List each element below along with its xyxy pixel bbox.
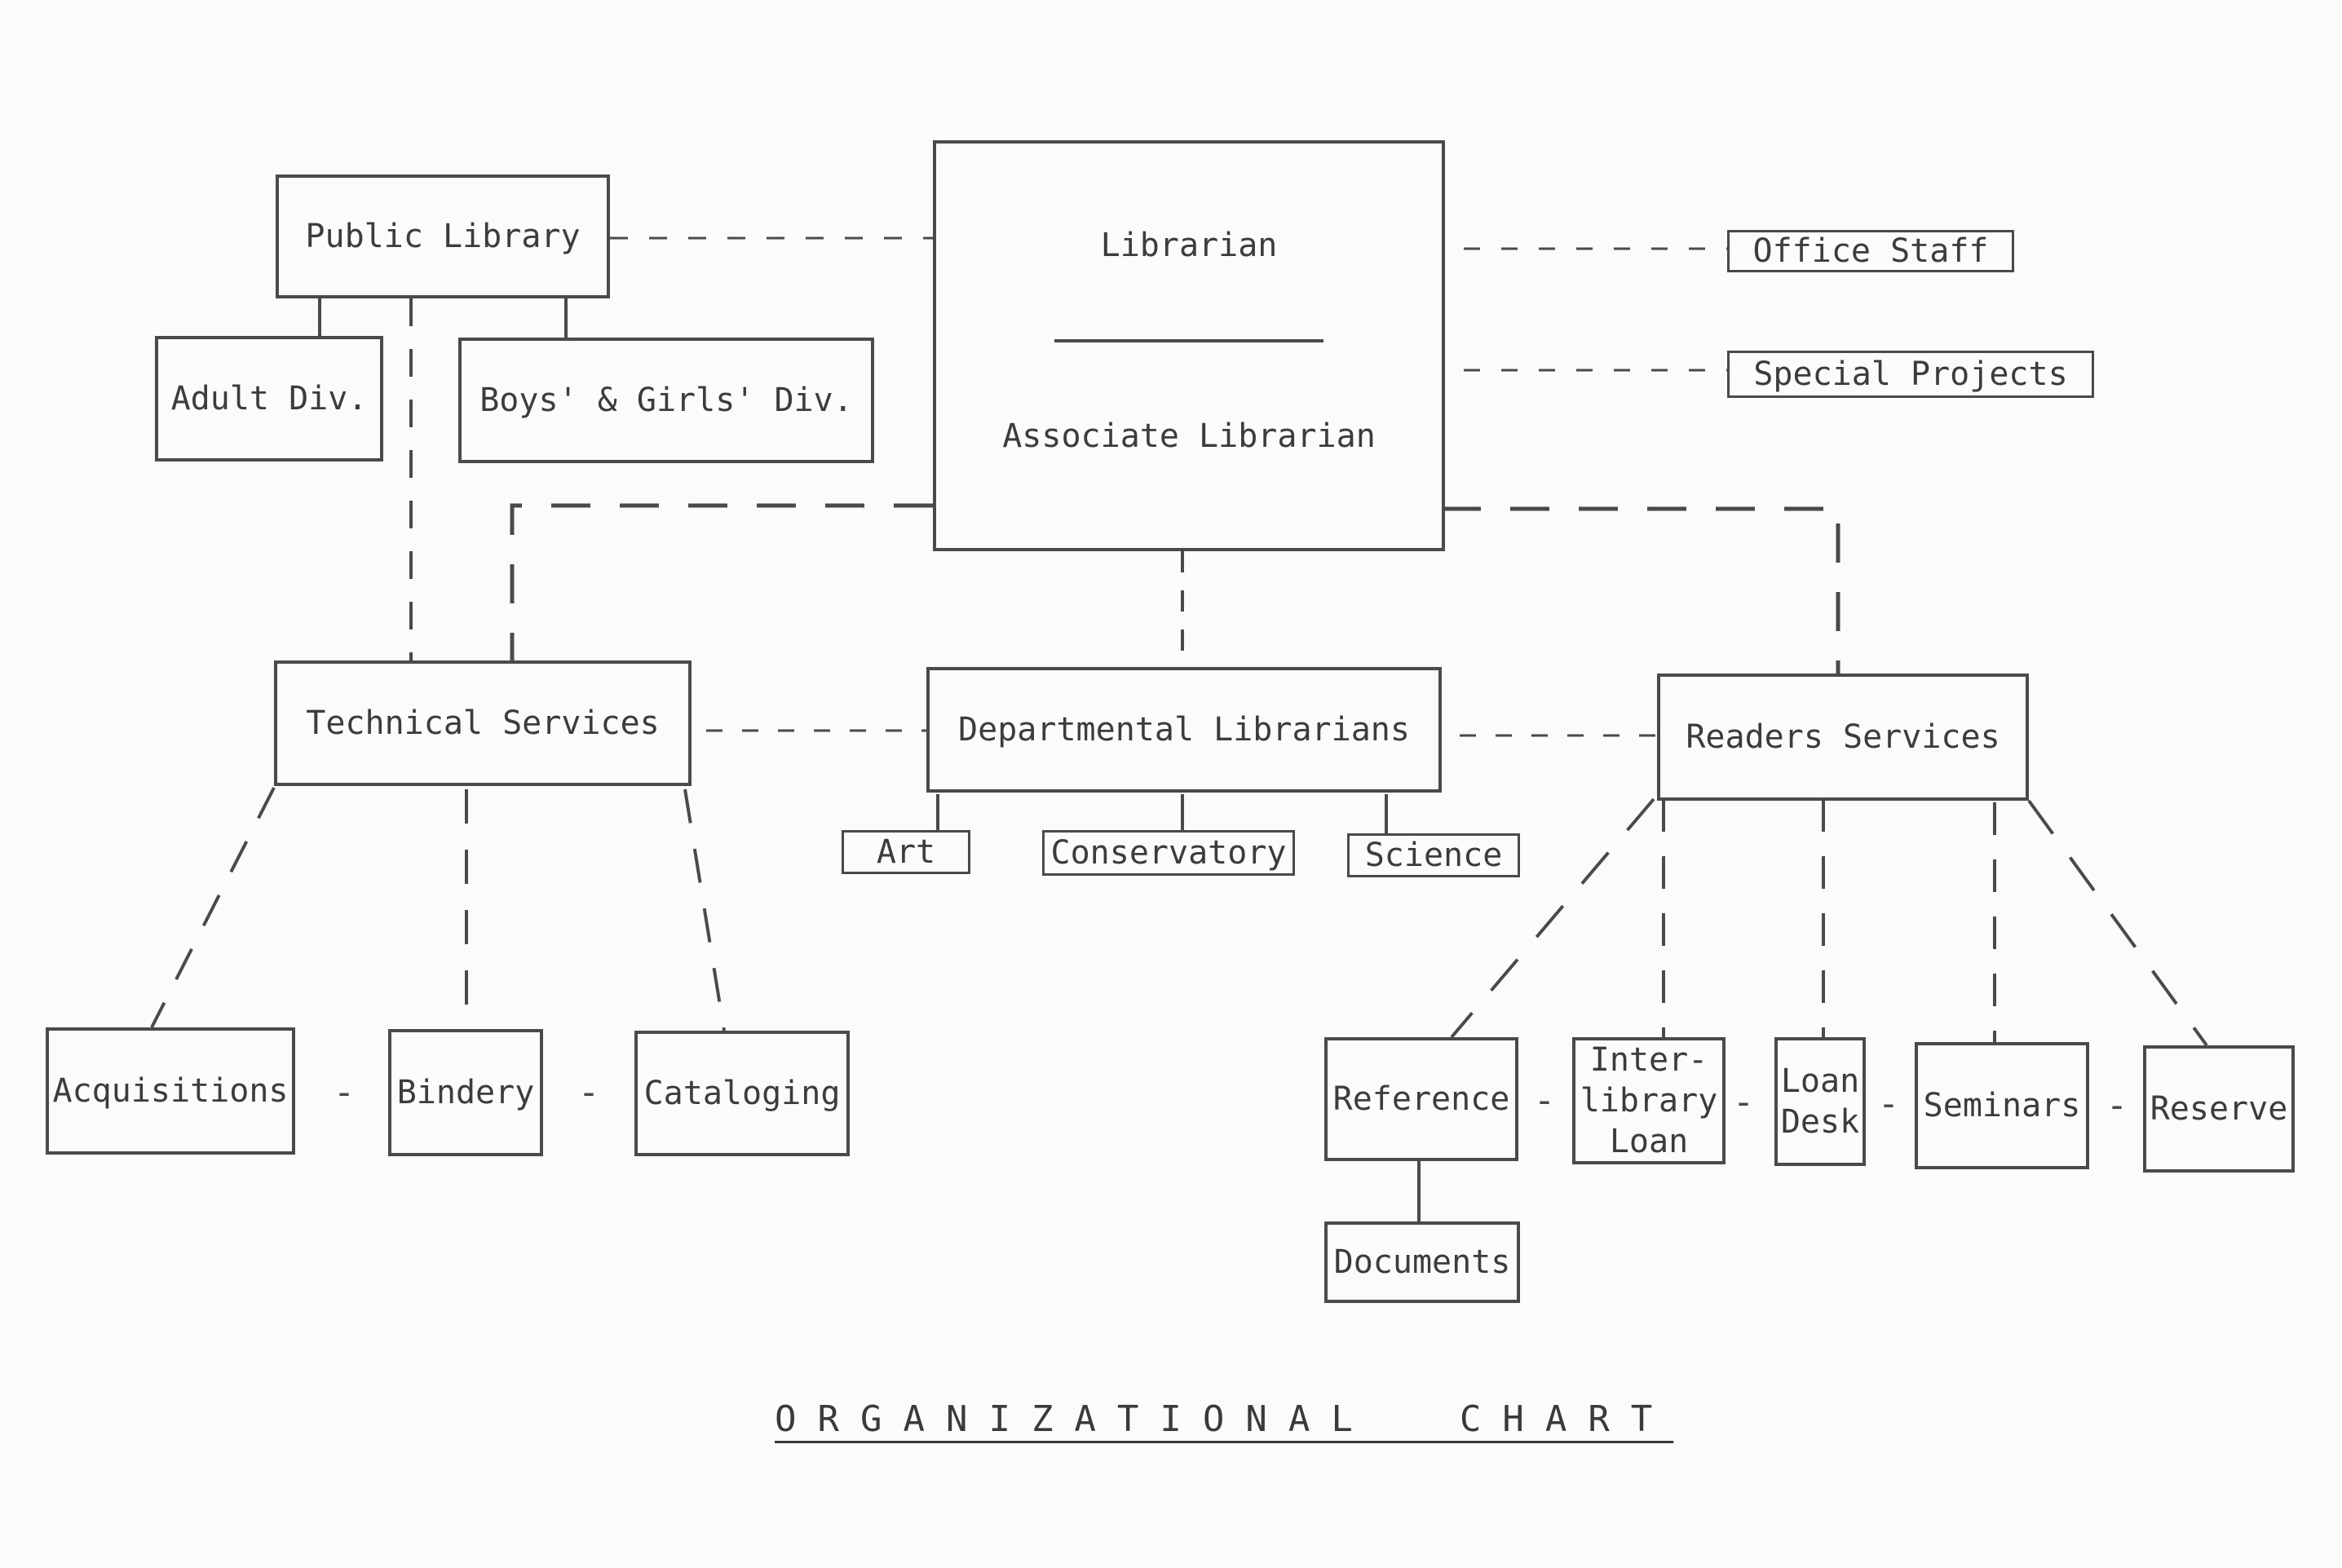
associate-librarian-label: Associate Librarian (1002, 417, 1376, 455)
acquisitions-box: Acquisitions (46, 1027, 295, 1155)
reserve-box: Reserve (2143, 1045, 2295, 1173)
connector-technical-acquisitions (150, 787, 276, 1028)
documents-box: Documents (1324, 1221, 1520, 1303)
connector-readers-reserve (2027, 799, 2208, 1047)
reference-box: Reference (1324, 1037, 1518, 1161)
connector-readers-reference (1450, 797, 1655, 1039)
librarian-box: Librarian Associate Librarian (933, 140, 1445, 551)
separator-seminars-reserve: - (2106, 1084, 2128, 1126)
connector-technical-cataloging (683, 788, 726, 1031)
seminars-box: Seminars (1915, 1042, 2089, 1169)
readers-services-box: Readers Services (1657, 674, 2029, 801)
public-library-box: Public Library (276, 174, 610, 298)
connector-librarian-technical (510, 503, 933, 660)
separator-interlibrary-loandesk: - (1733, 1081, 1755, 1123)
departmental-librarians-box: Departmental Librarians (926, 667, 1442, 793)
art-box: Art (842, 830, 970, 874)
interlibrary-loan-box: Inter- library Loan (1572, 1037, 1726, 1164)
technical-services-box: Technical Services (274, 660, 692, 786)
librarian-label: Librarian (1100, 227, 1278, 264)
loan-desk-box: Loan Desk (1774, 1037, 1866, 1166)
chart-title: ORGANIZATIONAL CHART (775, 1398, 1674, 1440)
office-staff-box: Office Staff (1727, 230, 2014, 272)
bindery-box: Bindery (388, 1029, 543, 1156)
librarian-divider (1054, 339, 1323, 342)
conservatory-box: Conservatory (1042, 830, 1295, 876)
connector-librarian-readers (1442, 506, 1840, 674)
special-projects-box: Special Projects (1727, 351, 2094, 398)
separator-bindery-cataloging: - (578, 1071, 600, 1113)
adult-division-box: Adult Div. (155, 336, 383, 462)
separator-acq-bindery: - (334, 1071, 356, 1113)
boys-girls-division-box: Boys' & Girls' Div. (458, 338, 874, 463)
separator-loandesk-seminars: - (1878, 1083, 1900, 1124)
cataloging-box: Cataloging (634, 1031, 850, 1156)
science-box: Science (1347, 833, 1520, 877)
separator-reference-interlibrary: - (1534, 1080, 1556, 1121)
